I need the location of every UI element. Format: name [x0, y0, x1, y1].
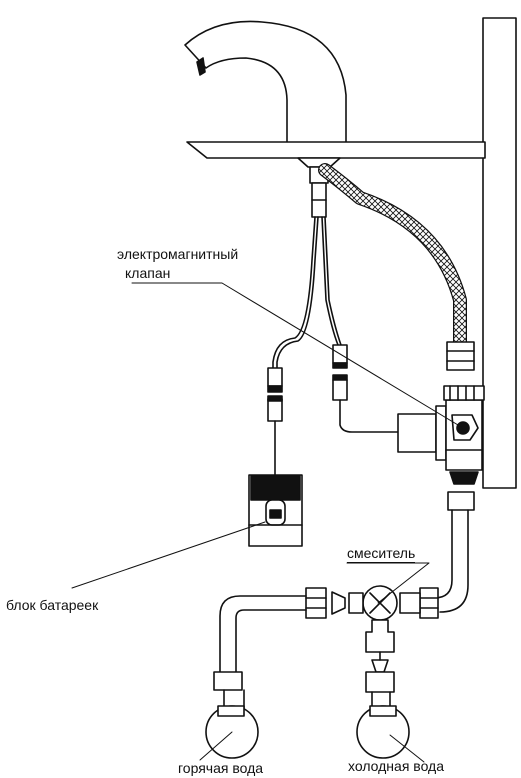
hot-water-pipe	[219, 595, 307, 673]
wall	[482, 17, 517, 489]
valve-cable	[321, 216, 339, 346]
mixer-stem	[365, 619, 395, 653]
battery-cable-connector-bottom	[267, 398, 283, 422]
cold-water-label: холодная вода	[348, 758, 444, 774]
outlet-nut	[447, 491, 475, 511]
hot-water-leader-line	[199, 731, 233, 761]
mixer-check-valve	[371, 659, 389, 673]
faucet-sensor-window	[196, 57, 206, 76]
hose-nut	[446, 341, 475, 371]
solenoid-valve-label-line1: электромагнитный	[117, 246, 239, 262]
countertop	[186, 141, 486, 159]
valve-cable-connector-bottom	[332, 379, 348, 401]
mixer-label: смеситель	[347, 545, 416, 563]
cold-water-leader-line	[389, 734, 425, 763]
battery-cable	[272, 216, 316, 381]
mixed-water-pipe	[433, 509, 453, 599]
valve-filter-cap	[449, 471, 479, 485]
mounting-nut	[297, 157, 341, 168]
battery-cable-connector-top	[267, 367, 283, 387]
faucet-spout	[184, 20, 347, 144]
hot-water-label: горячая вода	[178, 760, 264, 776]
battery-box-label: блок батареек	[6, 597, 99, 613]
solenoid-valve-label-line2: клапан	[125, 265, 171, 281]
hot-inlet-nut-bottom	[213, 671, 243, 691]
solenoid-coil	[397, 413, 437, 453]
mixer-leader-line	[346, 562, 430, 604]
mixer-right-nut	[419, 587, 439, 619]
hot-inlet-nut-right	[305, 587, 327, 619]
cold-inlet-nut	[365, 671, 395, 693]
battery-leader-line	[71, 521, 266, 589]
solenoid-leader-line	[131, 282, 464, 429]
